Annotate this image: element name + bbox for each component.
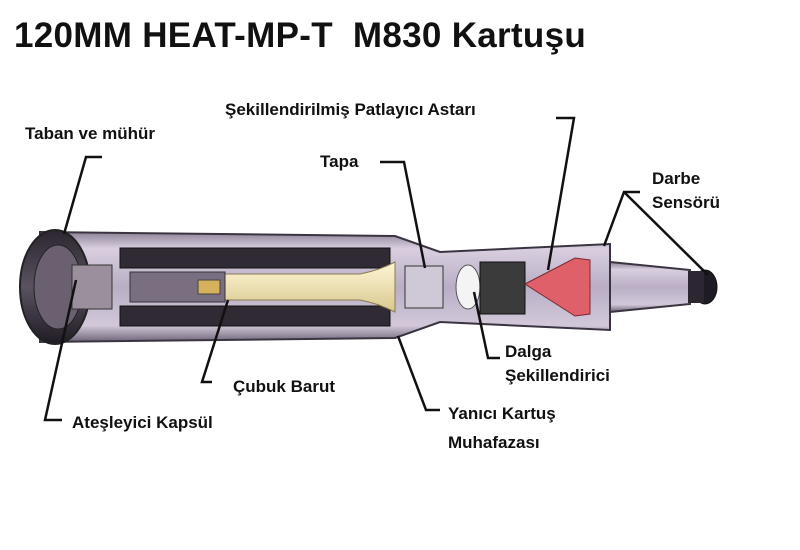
label-combustible-case-1: Yanıcı Kartuş <box>448 404 556 423</box>
shaped-charge-liner <box>524 257 591 317</box>
label-combustible-case-2: Muhafazası <box>448 433 540 452</box>
label-wave-shaper-2: Şekillendirici <box>505 366 610 385</box>
label-igniter-primer: Ateşleyici Kapsül <box>72 413 213 432</box>
label-shaped-charge-liner: Şekillendirilmiş Patlayıcı Astarı <box>225 100 476 119</box>
diagram-title: 120MM HEAT-MP-T M830 Kartuşu <box>14 16 587 55</box>
fuze <box>404 265 444 309</box>
label-stick-propellant: Çubuk Barut <box>233 377 335 396</box>
label-base-seal: Taban ve mühür <box>25 124 156 143</box>
impact-sensor-probe <box>609 260 691 314</box>
label-fuze: Tapa <box>320 152 359 171</box>
igniter-primer <box>71 264 113 310</box>
stick-propellant <box>224 261 396 313</box>
leader-lines <box>43 116 709 422</box>
label-impact-sensor-2: Sensörü <box>652 193 721 212</box>
label-impact-sensor-1: Darbe <box>652 169 701 188</box>
label-wave-shaper-1: Dalga <box>505 342 552 361</box>
